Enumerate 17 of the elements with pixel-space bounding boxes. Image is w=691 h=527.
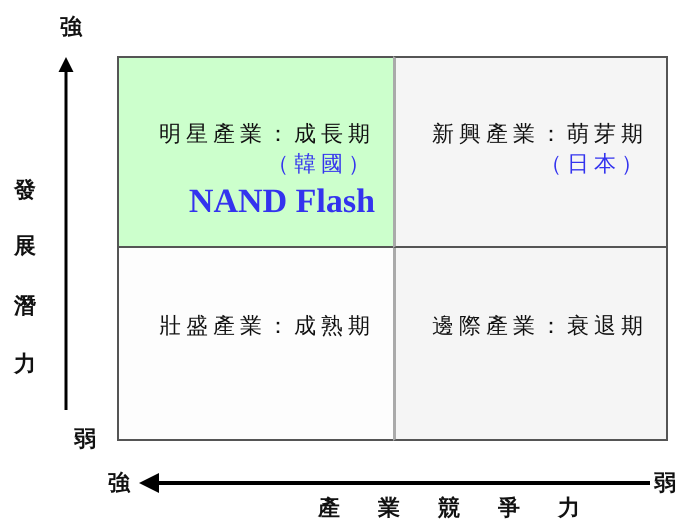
axis-end-label: 弱 — [74, 426, 96, 452]
axis-end-label: 弱 — [654, 470, 676, 496]
axis-end-label: 強 — [60, 14, 82, 40]
quadrant-cell — [117, 56, 393, 248]
quadrant-cell — [393, 56, 668, 248]
quadrant-title: 明星產業：成長期 — [159, 121, 375, 149]
axis-title: 產業競爭力 — [318, 495, 618, 521]
axis-title: 發展潛力 — [12, 160, 38, 394]
quadrant-title: 邊際產業：衰退期 — [432, 313, 648, 341]
country-label: （韓國） — [267, 151, 375, 179]
quadrant-cell — [117, 248, 393, 441]
axis-end-label: 強 — [108, 470, 130, 496]
country-label: （日本） — [540, 151, 648, 179]
quadrant-title: 壯盛產業：成熟期 — [159, 313, 375, 341]
quadrant-title: 新興產業：萌芽期 — [432, 121, 648, 149]
quadrant-cell — [393, 248, 668, 441]
product-label: NAND Flash — [188, 182, 375, 222]
